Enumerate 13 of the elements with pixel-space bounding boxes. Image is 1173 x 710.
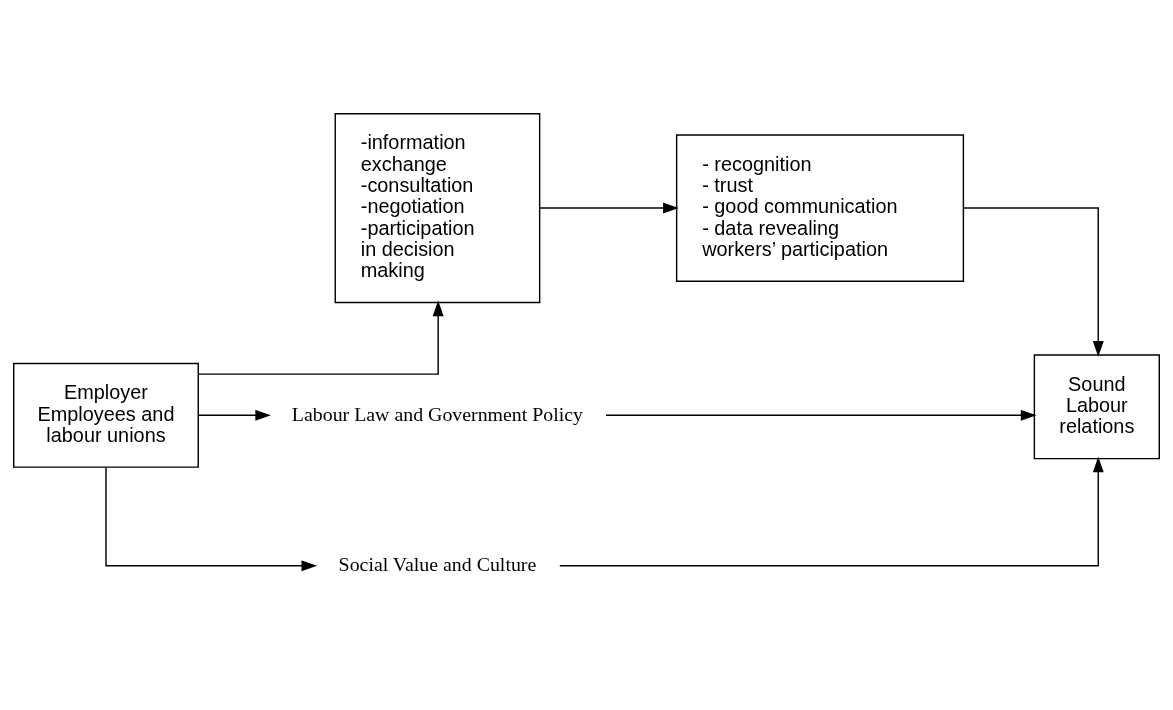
arrow [105, 466, 318, 572]
node-box: -information exchange -consultation -negotiation -participation in decision making [334, 112, 541, 304]
node-box: - recognition - trust - good communication - data revealing workers’ participation [675, 134, 965, 282]
node-text: Social Value and Culture [338, 553, 537, 576]
arrow [197, 409, 271, 421]
arrow [197, 300, 444, 375]
arrow [605, 409, 1037, 421]
node-box: Employer Employees and labour unions [13, 362, 199, 468]
arrow [559, 456, 1104, 567]
node-text: Labour Law and Government Policy [291, 402, 584, 425]
arrow [539, 202, 679, 214]
arrow [962, 207, 1104, 357]
node-box: Sound Labour relations [1033, 354, 1160, 460]
